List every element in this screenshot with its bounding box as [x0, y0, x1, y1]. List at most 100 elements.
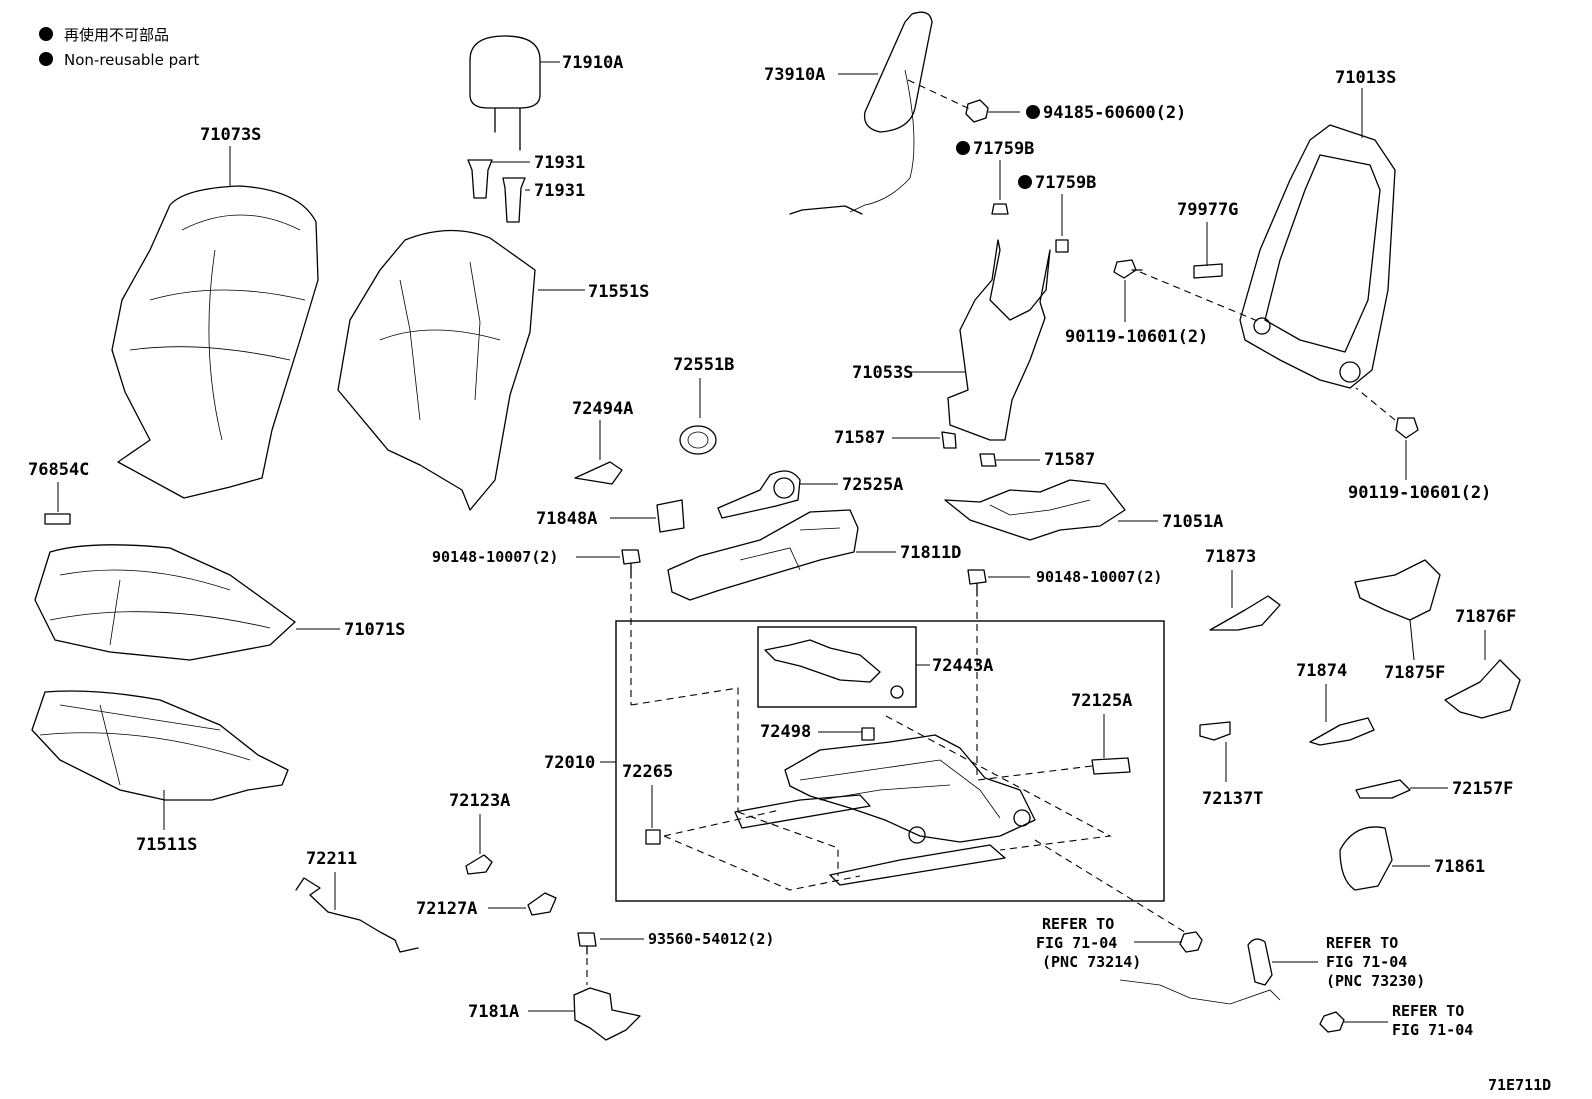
motor-sub-box	[757, 626, 917, 708]
part-cushion-cover[interactable]: 71071S	[34, 544, 405, 661]
part-72494A[interactable]: 72494A	[572, 399, 633, 485]
label-79977G: 79977G	[1177, 200, 1238, 220]
label-72211: 72211	[306, 849, 357, 869]
legend: 再使用不可部品 Non-reusable part	[39, 26, 199, 69]
refer-73230-line2: FIG 71-04	[1326, 953, 1407, 971]
part-headrest[interactable]: 71910A	[469, 35, 623, 151]
label-71511S: 71511S	[136, 835, 197, 855]
label-72525A: 72525A	[842, 475, 903, 495]
part-recliner-handle[interactable]: 72525A	[717, 470, 903, 519]
non-reusable-dot-icon	[1026, 105, 1040, 119]
non-reusable-dot-icon	[39, 52, 53, 66]
part-seatback-pad[interactable]: 71551S	[337, 229, 649, 511]
part-71875F[interactable]: 71875F	[1354, 559, 1445, 683]
part-label-79977G[interactable]: 79977G	[1177, 200, 1238, 279]
part-72137T[interactable]: 72137T	[1199, 721, 1263, 809]
part-71861[interactable]: 71861	[1339, 826, 1485, 891]
part-bracket-71053S[interactable]: 71053S	[852, 239, 1051, 441]
label-71811D: 71811D	[900, 543, 961, 563]
label-71875F: 71875F	[1384, 663, 1445, 683]
label-90119-b: 90119-10601(2)	[1348, 483, 1491, 503]
label-72127A: 72127A	[416, 899, 477, 919]
label-72498: 72498	[760, 722, 811, 742]
refer-block-73230[interactable]: REFER TO FIG 71-04 (PNC 73230)	[1326, 934, 1425, 990]
label-72010: 72010	[544, 753, 595, 773]
part-cap-72551B[interactable]: 72551B	[673, 355, 734, 455]
label-71071S: 71071S	[344, 620, 405, 640]
refer-73214-line3: (PNC 73214)	[1042, 953, 1141, 971]
label-72123A: 72123A	[449, 791, 510, 811]
part-72211-wire[interactable]: 72211	[295, 849, 419, 953]
part-seatback-frame[interactable]: 71013S	[1239, 68, 1396, 389]
seat-adjuster-assembly[interactable]: 72010 72443A 72498 72125A 72265	[544, 620, 1165, 902]
label-71873: 71873	[1205, 547, 1256, 567]
part-71587-b[interactable]: 71587	[979, 450, 1095, 470]
label-72125A: 72125A	[1071, 691, 1132, 711]
label-71931-a: 71931	[534, 153, 585, 173]
label-72551B: 72551B	[673, 355, 734, 375]
label-72157F: 72157F	[1452, 779, 1513, 799]
non-reusable-dot-icon	[1018, 175, 1032, 189]
part-seatback-cover[interactable]: 71073S	[111, 125, 319, 499]
part-bolt-90119-b[interactable]: 90119-10601(2)	[1348, 387, 1491, 503]
part-71051A-harness[interactable]: 71051A	[944, 479, 1223, 541]
label-71910A: 71910A	[562, 53, 623, 73]
label-76854C: 76854C	[28, 460, 89, 480]
refer-73214-line2: FIG 71-04	[1036, 934, 1117, 952]
refer-block-73214[interactable]: REFER TO FIG 71-04 (PNC 73214)	[1034, 839, 1203, 971]
label-71587-b: 71587	[1044, 450, 1095, 470]
part-71874[interactable]: 71874	[1296, 661, 1375, 746]
label-71759B-b: 71759B	[1035, 173, 1096, 193]
part-bolt-90119-a[interactable]: 90119-10601(2)	[1065, 259, 1261, 347]
label-71587-a: 71587	[834, 428, 885, 448]
part-clip-71759B-b[interactable]: 71759B	[1018, 173, 1096, 253]
legend-english: Non-reusable part	[64, 51, 199, 69]
label-7181A: 7181A	[468, 1002, 519, 1022]
part-72123A[interactable]: 72123A	[449, 791, 510, 875]
label-90148-b: 90148-10007(2)	[1036, 568, 1162, 586]
part-cushion-pad[interactable]: 71511S	[31, 690, 289, 855]
refer-73214-line1: REFER TO	[1042, 915, 1114, 933]
part-headrest-guide-b[interactable]: 71931	[502, 177, 585, 223]
refer-73230-line3: (PNC 73230)	[1326, 972, 1425, 990]
refer-block-nut[interactable]: REFER TO FIG 71-04	[1319, 1002, 1473, 1039]
part-bolt-90148-a[interactable]: 90148-10007(2)	[432, 548, 641, 705]
label-93560: 93560-54012(2)	[648, 930, 774, 948]
part-71873[interactable]: 71873	[1205, 547, 1281, 631]
part-headrest-guide-a[interactable]: 71931	[467, 153, 585, 199]
part-76854C[interactable]: 76854C	[28, 460, 89, 525]
non-reusable-dot-icon	[956, 141, 970, 155]
non-reusable-dot-icon	[39, 27, 53, 41]
part-side-airbag[interactable]: 73910A	[764, 11, 973, 215]
label-71861: 71861	[1434, 857, 1485, 877]
label-94185: 94185-60600(2)	[1043, 103, 1186, 123]
label-72137T: 72137T	[1202, 789, 1263, 809]
label-71874: 71874	[1296, 661, 1347, 681]
label-71931-b: 71931	[534, 181, 585, 201]
part-72127A[interactable]: 72127A	[416, 892, 557, 919]
part-71848A[interactable]: 71848A	[536, 499, 685, 533]
legend-japanese: 再使用不可部品	[64, 26, 169, 44]
part-72157F[interactable]: 72157F	[1355, 779, 1513, 799]
part-seatbelt-buckle[interactable]	[1119, 938, 1318, 1005]
figure-code: 71E711D	[1488, 1076, 1551, 1094]
label-71073S: 71073S	[200, 125, 261, 145]
part-shield-71811D[interactable]: 71811D	[667, 509, 961, 601]
part-bolt-90148-b[interactable]: 90148-10007(2)	[967, 568, 1162, 780]
refer-nut-line1: REFER TO	[1392, 1002, 1464, 1020]
label-71051A: 71051A	[1162, 512, 1223, 532]
refer-nut-line2: FIG 71-04	[1392, 1021, 1473, 1039]
part-clip-71759B-a[interactable]: 71759B	[956, 139, 1034, 215]
label-90119-a: 90119-10601(2)	[1065, 327, 1208, 347]
label-71876F: 71876F	[1455, 607, 1516, 627]
part-7181A[interactable]: 7181A	[468, 987, 641, 1041]
label-72494A: 72494A	[572, 399, 633, 419]
part-nut-94185[interactable]: 94185-60600(2)	[965, 99, 1186, 123]
part-71876F[interactable]: 71876F	[1444, 607, 1521, 719]
adjuster-group-box	[615, 620, 1165, 902]
part-bolt-93560[interactable]: 93560-54012(2)	[577, 930, 774, 985]
label-90148-a: 90148-10007(2)	[432, 548, 558, 566]
label-71053S: 71053S	[852, 363, 913, 383]
part-71587-a[interactable]: 71587	[834, 428, 957, 449]
label-71848A: 71848A	[536, 509, 597, 529]
